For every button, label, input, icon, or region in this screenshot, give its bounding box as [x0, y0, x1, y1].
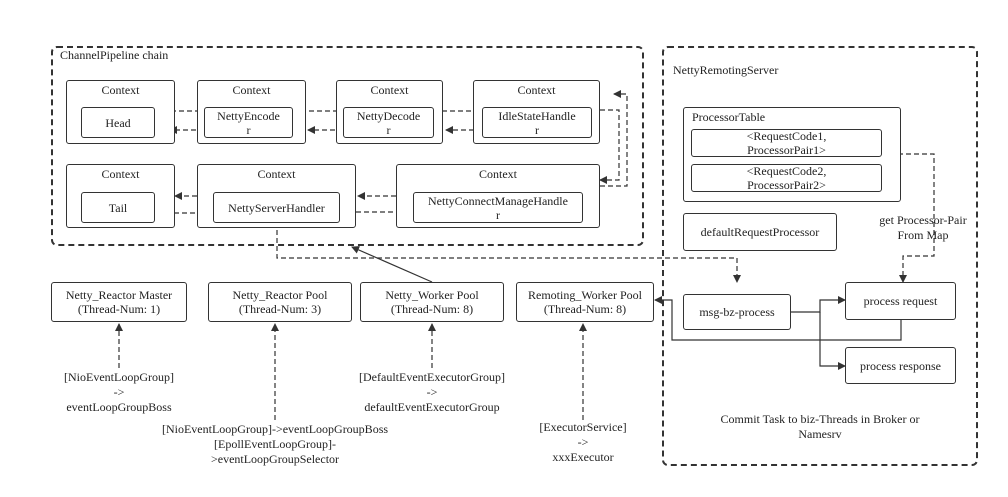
note-reactor-pool: [NioEventLoopGroup]->eventLoopGroupBoss … [161, 422, 389, 466]
remoting-server-title: NettyRemotingServer [673, 63, 779, 77]
arrow-request-to-remoting-pool [654, 296, 902, 341]
context-label: Context [370, 83, 409, 97]
context-label: Context [101, 83, 140, 97]
handler-netty-decoder: NettyDecode r [343, 107, 434, 138]
context-label: Context [257, 167, 296, 181]
msg-bz-process: msg-bz-process [683, 294, 791, 330]
netty-reactor-pool: Netty_Reactor Pool (Thread-Num: 3) [208, 282, 352, 322]
handler-netty-server: NettyServerHandler [213, 192, 340, 223]
handler-tail: Tail [81, 192, 155, 223]
arrow-msg-to-request [791, 296, 846, 313]
netty-reactor-master-pool: Netty_Reactor Master (Thread-Num: 1) [51, 282, 187, 322]
handler-head: Head [81, 107, 155, 138]
arrow-msg-to-response [819, 312, 846, 370]
handler-netty-connect-manage: NettyConnectManageHandle r [413, 192, 583, 223]
default-request-processor: defaultRequestProcessor [683, 213, 837, 251]
processor-pair-2: <RequestCode2, ProcessorPair2> [691, 164, 882, 192]
context-label: Context [232, 83, 271, 97]
channel-pipeline-title: ChannelPipeline chain [60, 48, 169, 62]
arrow-table-to-request [882, 153, 935, 283]
note-remoting-pool: [ExecutorService] -> xxxExecutor [539, 420, 627, 464]
channel-pipeline-region [51, 46, 644, 246]
arrow-server-to-msg-process [276, 222, 741, 283]
netty-worker-pool: Netty_Worker Pool (Thread-Num: 8) [360, 282, 504, 322]
process-response: process response [845, 347, 956, 384]
note-reactor-master: [NioEventLoopGroup] -> eventLoopGroupBos… [64, 370, 174, 414]
context-label: Context [517, 83, 556, 97]
processor-pair-1: <RequestCode1, ProcessorPair1> [691, 129, 882, 157]
remoting-worker-pool: Remoting_Worker Pool (Thread-Num: 8) [516, 282, 654, 322]
arrow-connect-to-idle [600, 90, 628, 187]
line-worker-to-pipeline [351, 246, 433, 283]
context-label: Context [479, 167, 517, 181]
handler-idle-state: IdleStateHandle r [482, 107, 592, 138]
note-worker-pool: [DefaultEventExecutorGroup] -> defaultEv… [359, 370, 505, 414]
commit-task-note: Commit Task to biz-Threads in Broker or … [720, 412, 920, 441]
processor-table-title: ProcessorTable [692, 110, 766, 124]
context-label: Context [101, 167, 140, 181]
handler-netty-encoder: NettyEncode r [204, 107, 293, 138]
remoting-server-region [662, 46, 978, 466]
process-request: process request [845, 282, 956, 320]
get-processor-pair-label: get Processor-Pair From Map [879, 213, 967, 242]
arrow-idle-to-connect [592, 109, 620, 184]
